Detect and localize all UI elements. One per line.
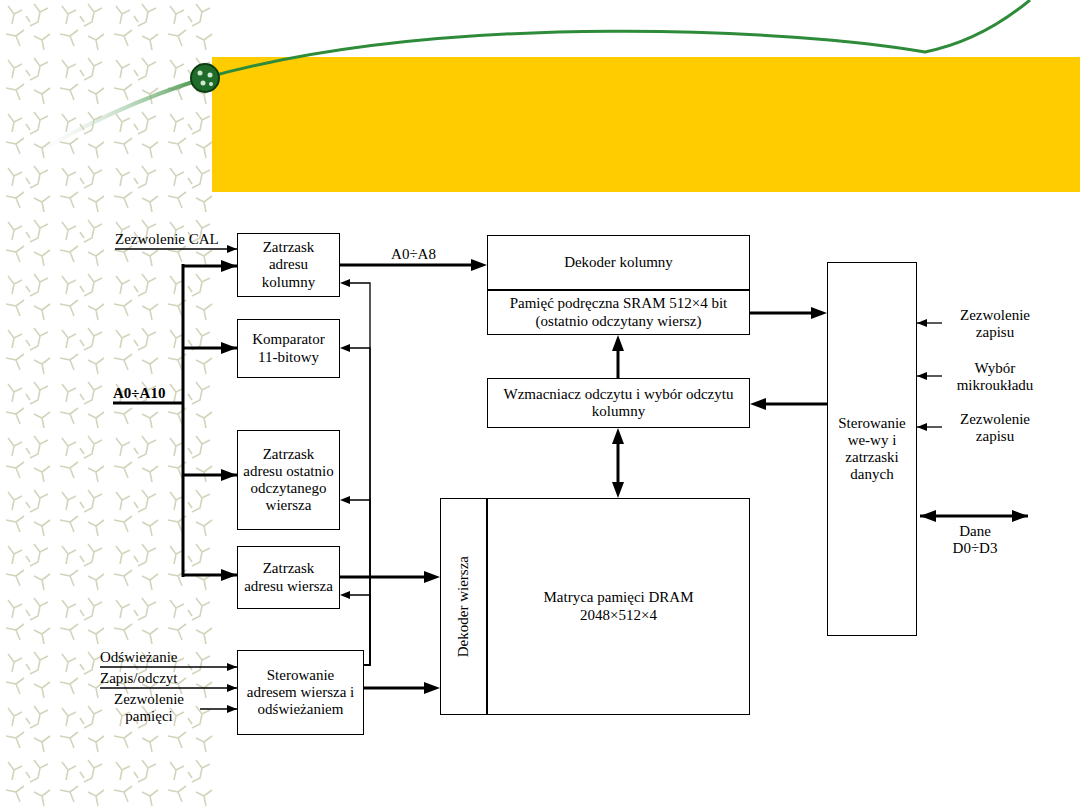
signal-label: Zezwolenie CAL — [115, 231, 240, 248]
signal-label: Zapis/odczyt — [100, 670, 230, 687]
block-text: Dekoder wiersza — [455, 556, 472, 657]
arrow-head — [811, 307, 827, 319]
swoosh-ball — [191, 64, 219, 92]
arrow-head — [340, 279, 350, 287]
signal-connector — [364, 682, 440, 694]
signal-connector — [340, 279, 370, 665]
connector-line — [617, 351, 620, 378]
arrow-head — [340, 344, 350, 352]
connector-line — [340, 576, 424, 579]
block-box: Zatrzask adresu kolumny — [237, 233, 340, 297]
connector-line — [617, 444, 620, 482]
block-text: Zatrzask adresu kolumny — [242, 239, 335, 291]
block-box: Dekoder kolumny — [487, 235, 750, 290]
connector-line — [766, 403, 827, 406]
block-text: Sterowanie we-wy i zatrzaski danych — [832, 415, 912, 484]
block-box: Wzmacniacz odczytu i wybór odczytu kolum… — [487, 378, 750, 428]
arrow-head — [424, 571, 440, 583]
swoosh-tail — [25, 78, 205, 160]
signal-connector — [340, 344, 370, 665]
connector-line — [750, 312, 811, 315]
block-box: Zatrzask adresu ostatnio odczytanego wie… — [237, 430, 340, 530]
connector-line — [350, 348, 370, 665]
block-box: Sterowanie adresem wiersza i odświeżanie… — [237, 650, 364, 735]
signal-connector — [750, 398, 827, 410]
connector-line — [350, 283, 370, 665]
arrow-head — [612, 428, 624, 444]
signal-connector — [340, 496, 370, 665]
block-text: Sterowanie adresem wiersza i odświeżanie… — [242, 667, 359, 719]
signal-label: Odświeżanie — [100, 649, 230, 666]
signal-connector — [750, 307, 827, 319]
block-box: Komparator 11-bitowy — [237, 319, 340, 378]
block-box: Sterowanie we-wy i zatrzaski danych — [827, 262, 917, 636]
ball-dots — [198, 71, 214, 87]
block-text: Dekoder kolumny — [564, 254, 673, 271]
decoder-bar: Dekoder wiersza — [440, 498, 487, 715]
block-text: Wzmacniacz odczytu i wybór odczytu kolum… — [492, 386, 745, 421]
signal-label: Zezwolenie zapisu — [945, 411, 1045, 444]
block-text: Komparator 11-bitowy — [242, 331, 335, 366]
bus-label: A0÷A8 — [389, 246, 438, 263]
arrow-head — [471, 259, 487, 271]
arrow-head — [612, 482, 624, 498]
block-box: Zatrzask adresu wiersza — [237, 546, 340, 609]
swoosh-line — [205, 0, 1030, 78]
arrow-head — [750, 398, 766, 410]
arrow-head — [340, 591, 350, 599]
connector-line — [340, 264, 471, 267]
block-text: Zatrzask adresu wiersza — [242, 560, 335, 595]
arrow-head — [340, 496, 350, 504]
block-box: Matryca pamięci DRAM 2048×512×4 — [487, 498, 750, 715]
connector-line — [350, 500, 370, 665]
block-text: Matryca pamięci DRAM 2048×512×4 — [544, 589, 694, 624]
arrow-head — [612, 335, 624, 351]
signal-connector — [340, 571, 440, 583]
signal-label: Wybór mikroukładu — [945, 360, 1045, 393]
signal-label: Dane D0÷D3 — [945, 523, 1005, 556]
block-text: Zatrzask adresu ostatnio odczytanego wie… — [242, 446, 335, 515]
signal-label: A0÷A10 — [113, 385, 183, 402]
block-text: Pamięć podręczna SRAM 512×4 bit (ostatni… — [492, 295, 745, 330]
arrow-head — [424, 682, 440, 694]
title-band — [212, 57, 1080, 192]
signal-label: Zezwolenie zapisu — [945, 307, 1045, 340]
signal-connector — [612, 428, 624, 498]
connector-line — [364, 687, 424, 690]
signal-connector — [612, 335, 624, 378]
signal-label: Zezwolenie pamięci — [103, 691, 195, 724]
block-box: Pamięć podręczna SRAM 512×4 bit (ostatni… — [487, 290, 750, 335]
